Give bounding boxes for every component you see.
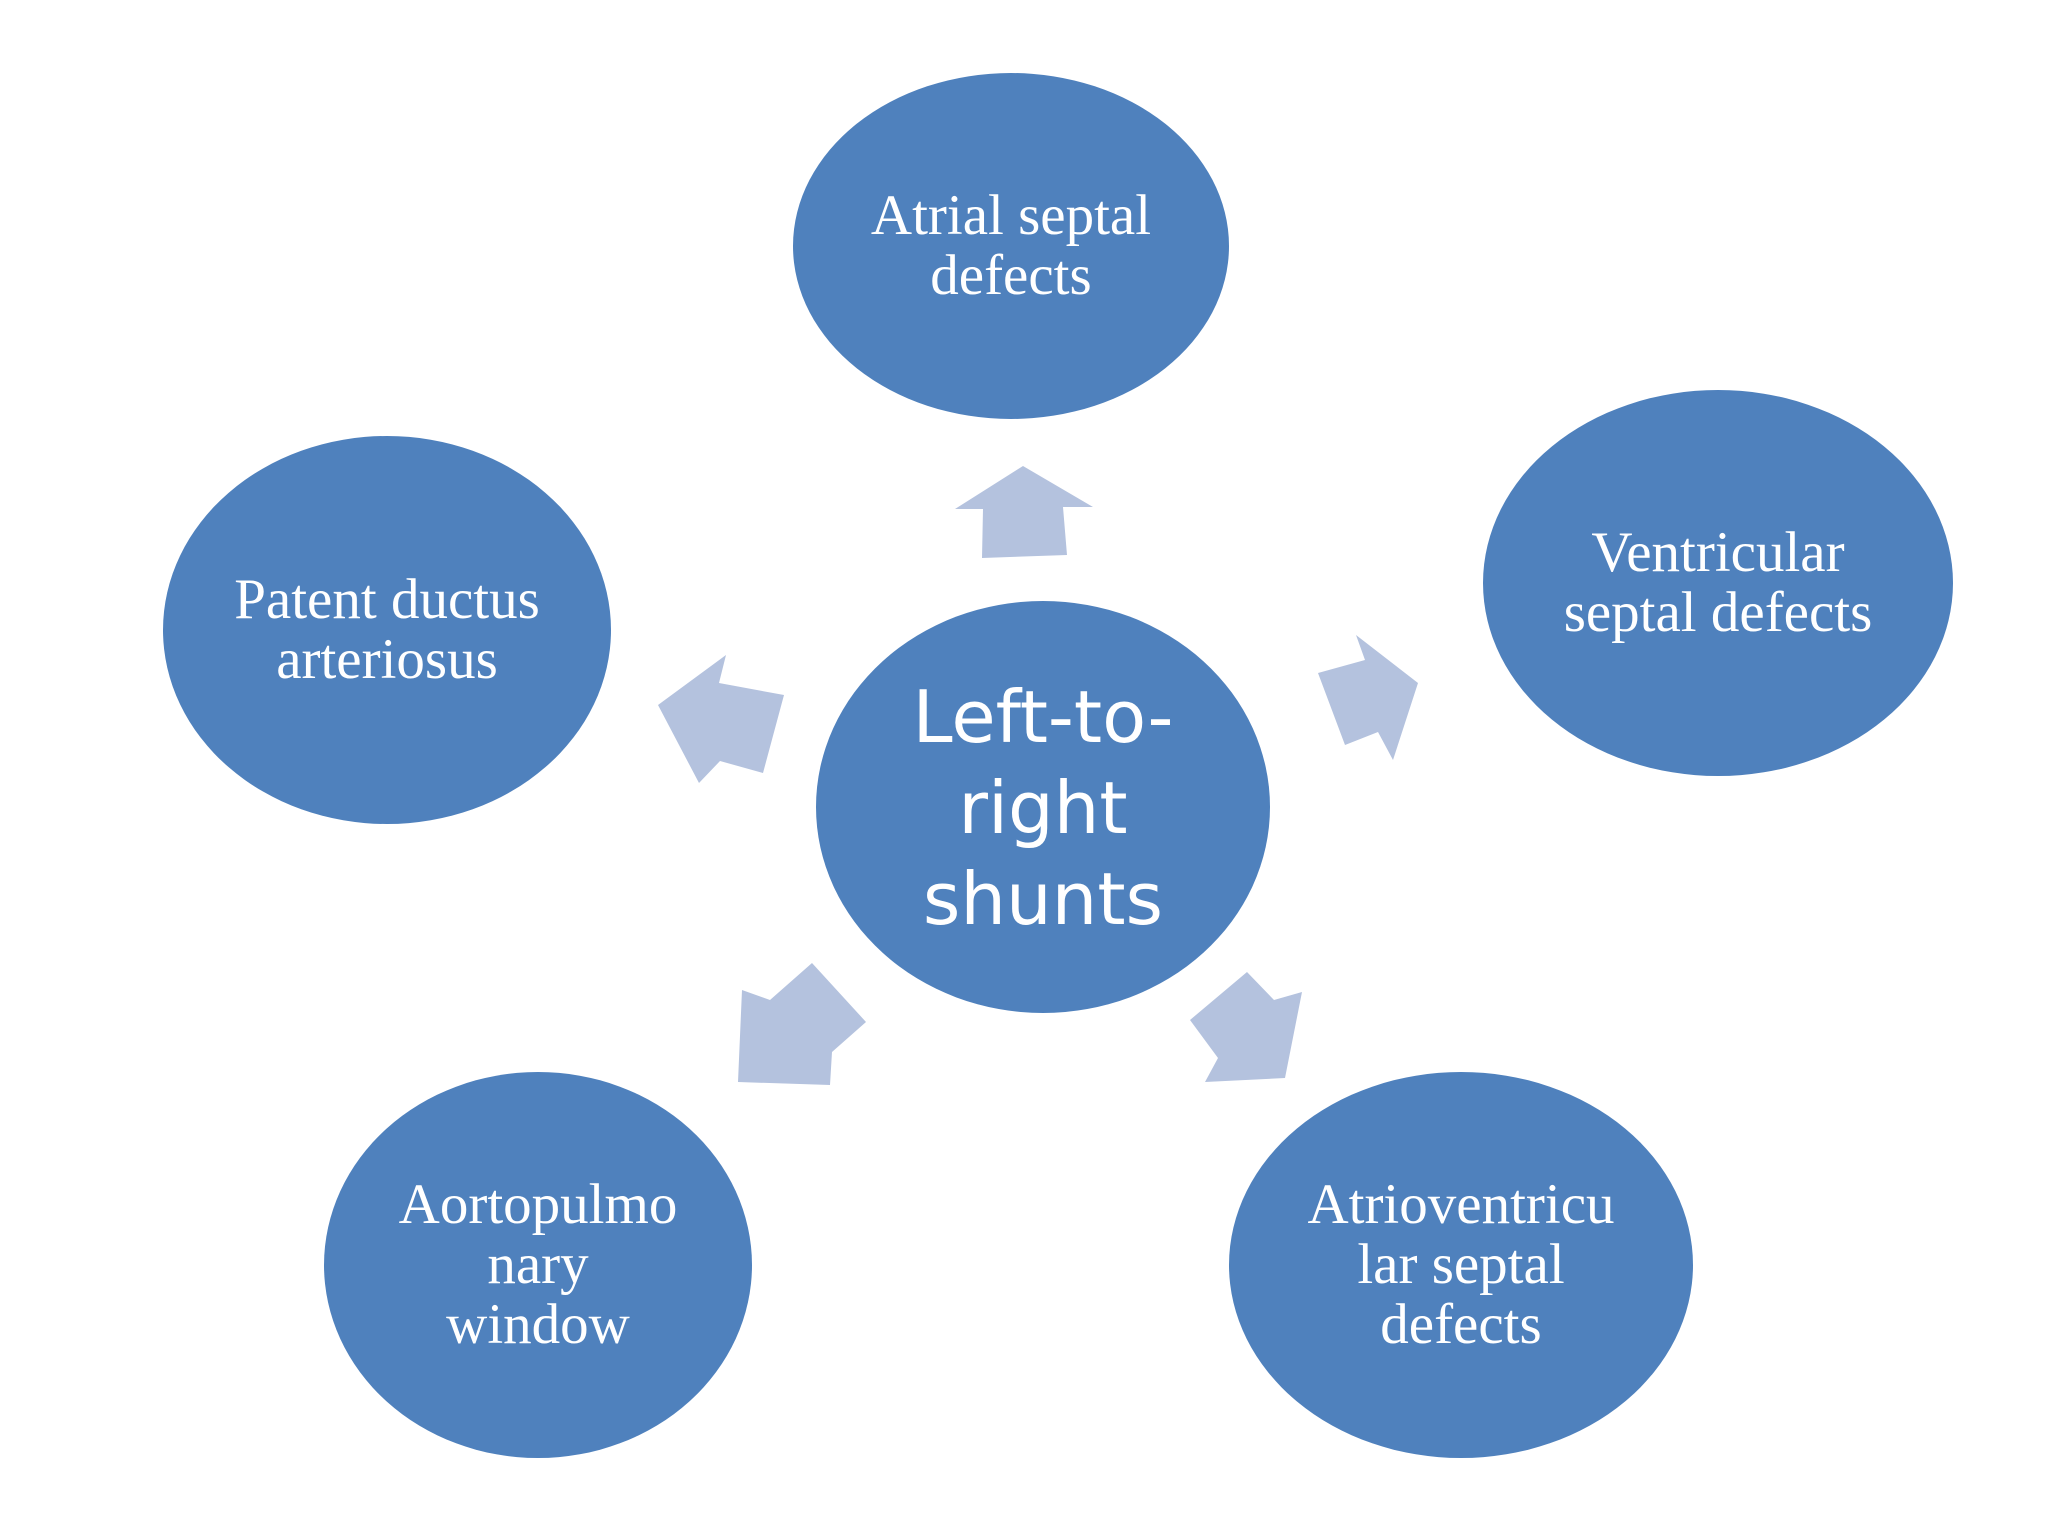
arrow-to-patent-ductus-arteriosus xyxy=(658,655,784,783)
node-aortopulmonary-window-label: Aortopulmo nary window xyxy=(398,1173,678,1356)
node-atrial-septal-defects-label: Atrial septal defects xyxy=(870,184,1152,307)
center-node-shape xyxy=(816,601,1270,1013)
node-patent-ductus-arteriosus-label: Patent ductus arteriosus xyxy=(234,568,540,691)
node-patent-ductus-arteriosus-shape xyxy=(163,436,611,824)
node-atrial-septal-defects-shape xyxy=(793,73,1229,419)
center-node-label: Left-to- right shunts xyxy=(912,674,1174,941)
node-atrioventricular-septal-defects-shape xyxy=(1229,1072,1693,1458)
arrow-to-aortopulmonary-window xyxy=(738,963,866,1085)
node-ventricular-septal-defects-label: Ventricular septal defects xyxy=(1563,521,1873,644)
arrow-to-atrial-septal-defects xyxy=(955,466,1093,558)
node-ventricular-septal-defects-shape xyxy=(1483,390,1953,776)
arrow-to-ventricular-septal-defects xyxy=(1318,635,1418,760)
node-aortopulmonary-window-shape xyxy=(324,1072,752,1458)
node-atrioventricular-septal-defects-label: Atrioventricu lar septal defects xyxy=(1307,1173,1615,1356)
arrow-to-atrioventricular-septal-defects xyxy=(1190,972,1302,1082)
